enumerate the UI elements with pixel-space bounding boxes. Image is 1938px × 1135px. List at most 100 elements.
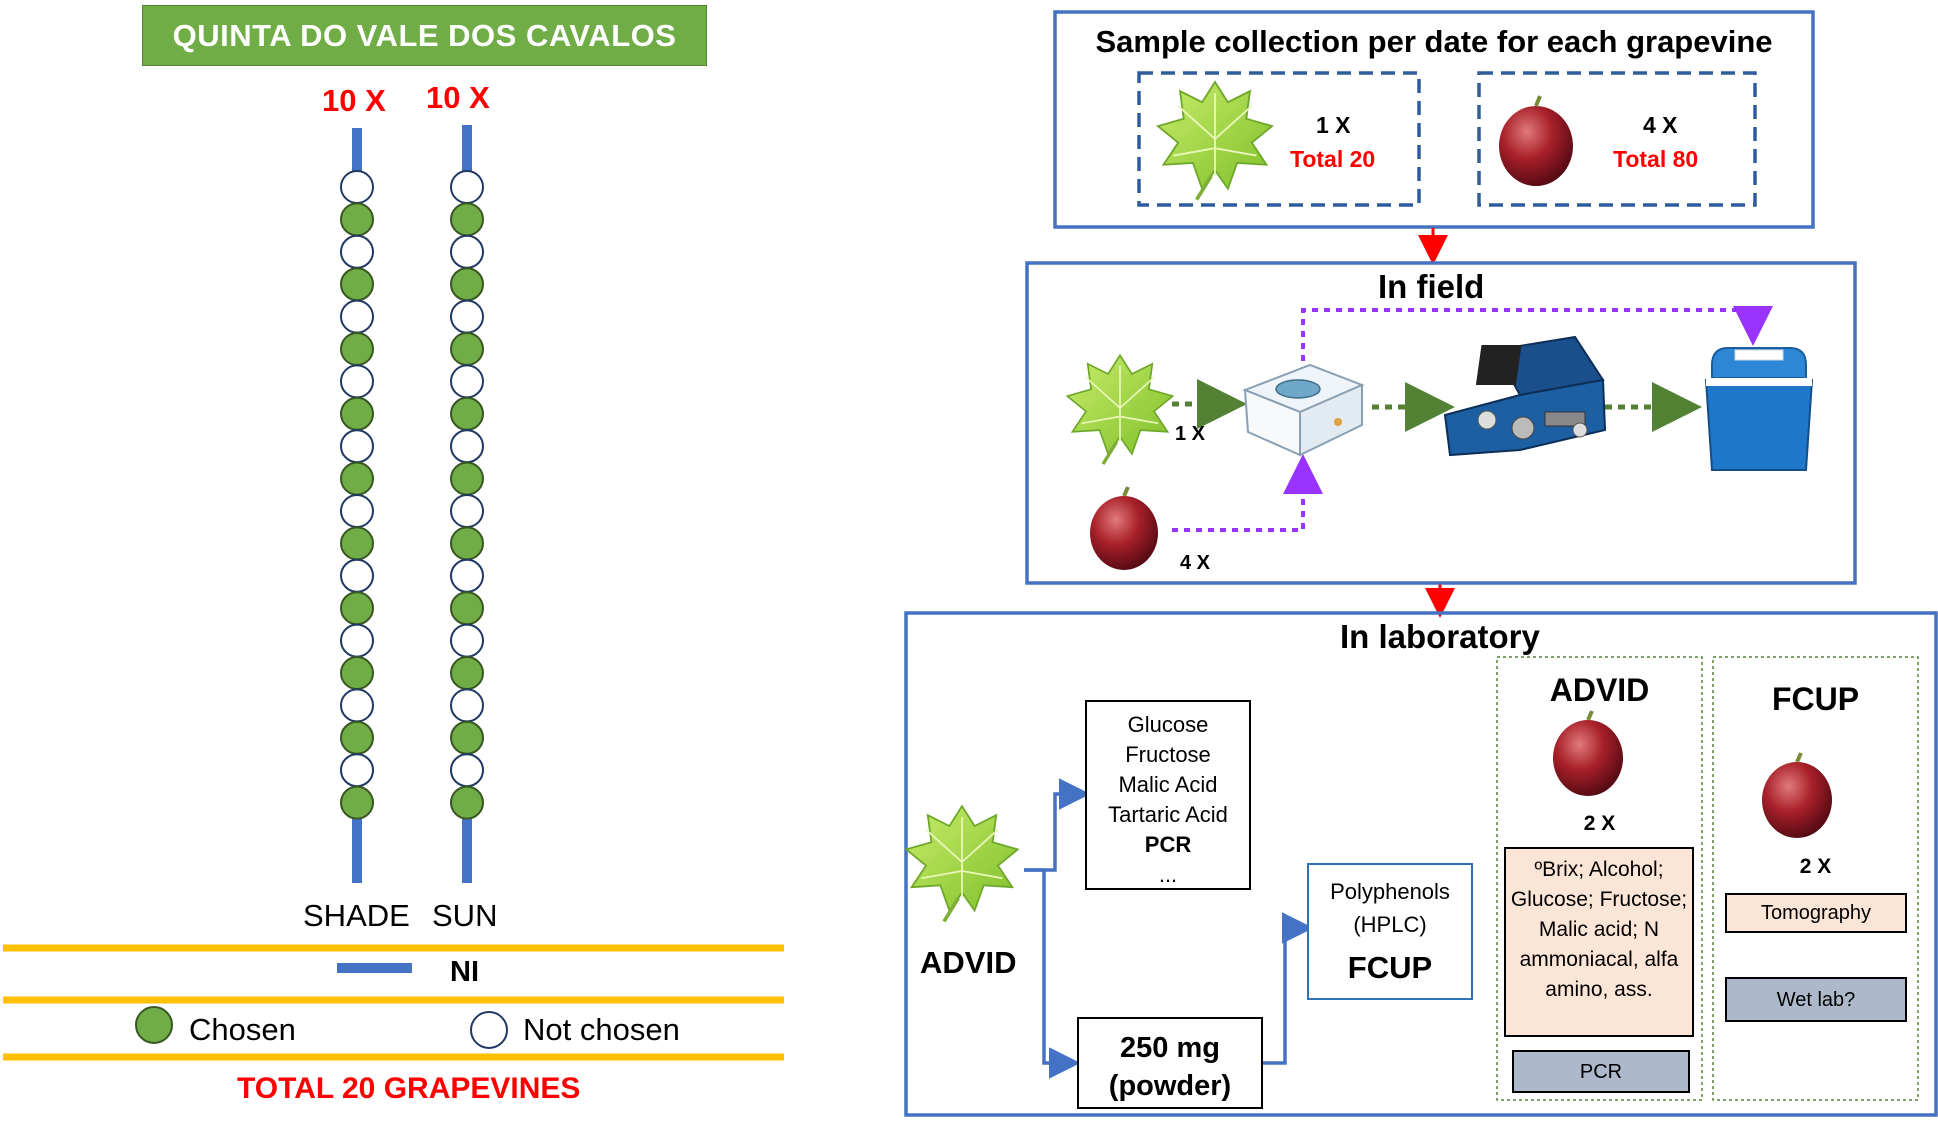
sun-vine-dots [450,170,484,820]
sun-vine-13-not-chosen [450,558,484,593]
analyte-tartaric-acid: Tartaric Acid [1108,802,1228,827]
in-laboratory-title: In laboratory [1340,618,1540,655]
polyphenols-method: (HPLC) [1353,912,1427,937]
sun-vine-5-not-chosen [450,299,484,334]
fcup-column-count: 2 X [1799,855,1832,878]
ni-label: NI [450,956,479,988]
advid-parameters-box: ºBrix; Alcohol; Glucose; Fructose; Malic… [1504,847,1694,1037]
shade-vine-20-chosen [340,785,374,820]
analytes-box: Glucose Fructose Malic Acid Tartaric Aci… [1085,700,1251,890]
legend-not-chosen-dot [470,1011,508,1049]
sun-vine-9-not-chosen [450,429,484,464]
cooler-icon [1704,347,1814,471]
advid-grape-icon [1553,710,1623,796]
grape-sample-box [1477,71,1757,207]
sun-vine-20-chosen [450,785,484,820]
sun-vine-15-not-chosen [450,623,484,658]
legend-chosen-dot [135,1006,173,1044]
analyte-pcr: PCR [1144,832,1192,857]
legend-not-chosen-label: Not chosen [523,1012,680,1047]
lab-arrow-to-powder [1024,868,1081,1079]
sun-vine-19-not-chosen [450,753,484,788]
field-frame [1025,261,1857,585]
shade-vine-19-not-chosen [340,753,374,788]
shade-vine-2-chosen [340,202,374,237]
shade-label: SHADE [303,898,410,933]
grape-sample-total: Total 80 [1613,146,1699,172]
lab-arrow-to-polyphenols [1263,912,1314,1065]
sample-grape-icon [1499,95,1573,186]
wet-lab-box: Wet lab? [1725,977,1907,1022]
shade-vine-11-not-chosen [340,494,374,528]
total-grapevines-label: TOTAL 20 GRAPEVINES [237,1072,581,1105]
shade-vine-10-chosen [340,461,374,496]
sun-vine-7-not-chosen [450,364,484,399]
shade-vine-7-not-chosen [340,364,374,399]
shade-vine-18-chosen [340,720,374,755]
leaf-sample-total: Total 20 [1290,146,1376,172]
field-arrow-box-to-cooler [1301,306,1773,373]
sun-vine-12-chosen [450,526,484,561]
analyte-fructose: Fructose [1125,742,1211,767]
polyphenols-lab: FCUP [1347,950,1433,985]
advid-pcr-box: PCR [1512,1050,1690,1093]
powder-box: 250 mg (powder) [1077,1017,1263,1109]
sun-vine-2-chosen [450,202,484,237]
advid-column-frame [1496,656,1703,1101]
shade-vine-17-not-chosen [340,688,374,723]
shade-vine-5-not-chosen [340,299,374,334]
analyte-more: ... [1158,862,1178,887]
sample-collection-title: Sample collection per date for each grap… [1095,24,1773,59]
shade-vine-6-chosen [340,332,374,366]
polyphenols-box: Polyphenols (HPLC) FCUP [1307,863,1473,1000]
advid-column-count: 2 X [1583,812,1616,835]
field-leaf-count: 1 X [1175,423,1206,445]
sun-vine-6-chosen [450,332,484,366]
sun-vine-1-not-chosen [450,170,484,204]
shade-vine-1-not-chosen [340,170,374,204]
shade-vine-4-chosen [340,267,374,302]
shade-vine-3-not-chosen [340,234,374,269]
lab-arrow-to-analytes [1024,778,1091,872]
fcup-column-title: FCUP [1771,681,1860,717]
sun-vine-8-chosen [450,396,484,431]
lab-advid-label: ADVID [920,945,1017,980]
sun-vine-17-not-chosen [450,688,484,723]
lab-frame [904,611,1938,1117]
shade-vine-9-not-chosen [340,429,374,464]
advid-column-title: ADVID [1549,672,1650,708]
fcup-grape-icon [1762,752,1832,838]
shade-vine-8-chosen [340,396,374,431]
vineyard-title-banner: QUINTA DO VALE DOS CAVALOS [142,5,707,66]
leaf-sample-box [1137,71,1421,207]
sun-vine-16-chosen [450,656,484,690]
in-field-title: In field [1378,268,1485,305]
legend-chosen-label: Chosen [189,1012,296,1047]
field-device-icon [1242,363,1365,457]
sample-frame [1053,10,1815,229]
pressure-chamber-icon [1443,335,1607,457]
analyte-malic-acid: Malic Acid [1118,772,1218,797]
sun-vine-14-chosen [450,591,484,626]
shade-count-label: 10 X [322,83,386,118]
shade-vine-13-not-chosen [340,558,374,593]
sun-vine-4-chosen [450,267,484,302]
field-leaf-icon [1065,353,1175,465]
sun-count-label: 10 X [426,80,490,115]
field-arrow-grape-to-box [1172,454,1323,532]
sun-vine-3-not-chosen [450,234,484,269]
powder-amount: 250 mg [1120,1032,1220,1064]
sun-vine-10-chosen [450,461,484,496]
sun-vine-18-chosen [450,720,484,755]
shade-vine-12-chosen [340,526,374,561]
analyte-glucose: Glucose [1127,712,1209,737]
sample-leaf-icon [1156,80,1274,201]
field-grape-icon [1090,486,1158,570]
lab-leaf-icon [904,804,1020,923]
sun-vine-11-not-chosen [450,494,484,528]
field-grape-count: 4 X [1180,552,1211,574]
shade-vine-dots [340,170,374,820]
powder-form: (powder) [1108,1070,1232,1102]
grape-sample-count: 4 X [1643,112,1678,138]
